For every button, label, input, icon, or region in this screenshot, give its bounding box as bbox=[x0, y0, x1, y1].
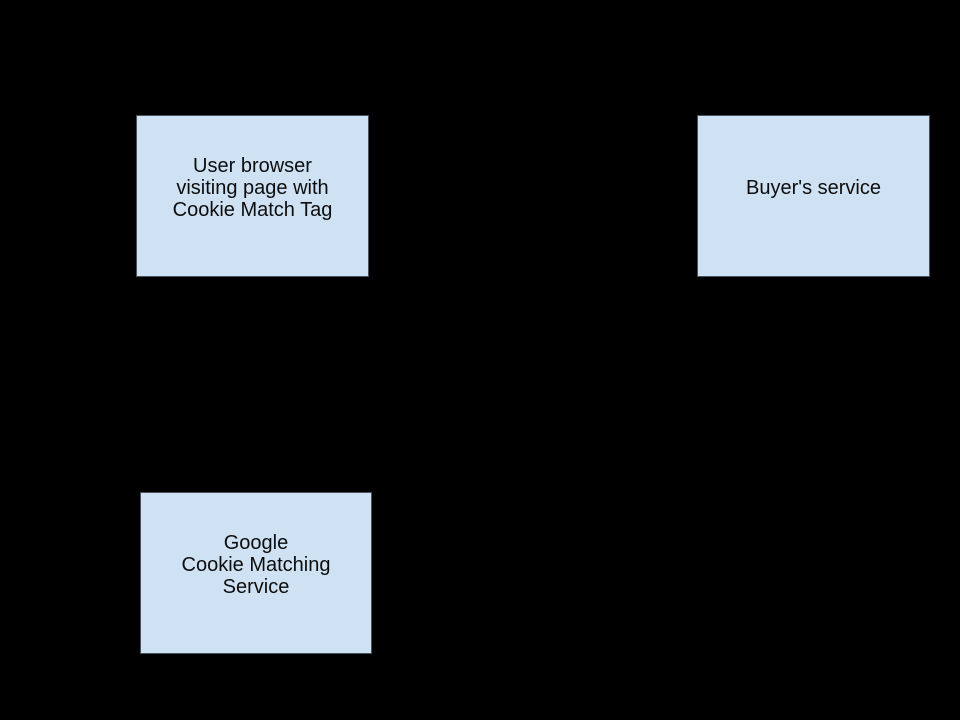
node-user-browser: User browser visiting page with Cookie M… bbox=[136, 115, 369, 277]
node-google-cookie-matching-service: Google Cookie Matching Service bbox=[140, 492, 372, 654]
node-buyers-service: Buyer's service bbox=[697, 115, 930, 277]
